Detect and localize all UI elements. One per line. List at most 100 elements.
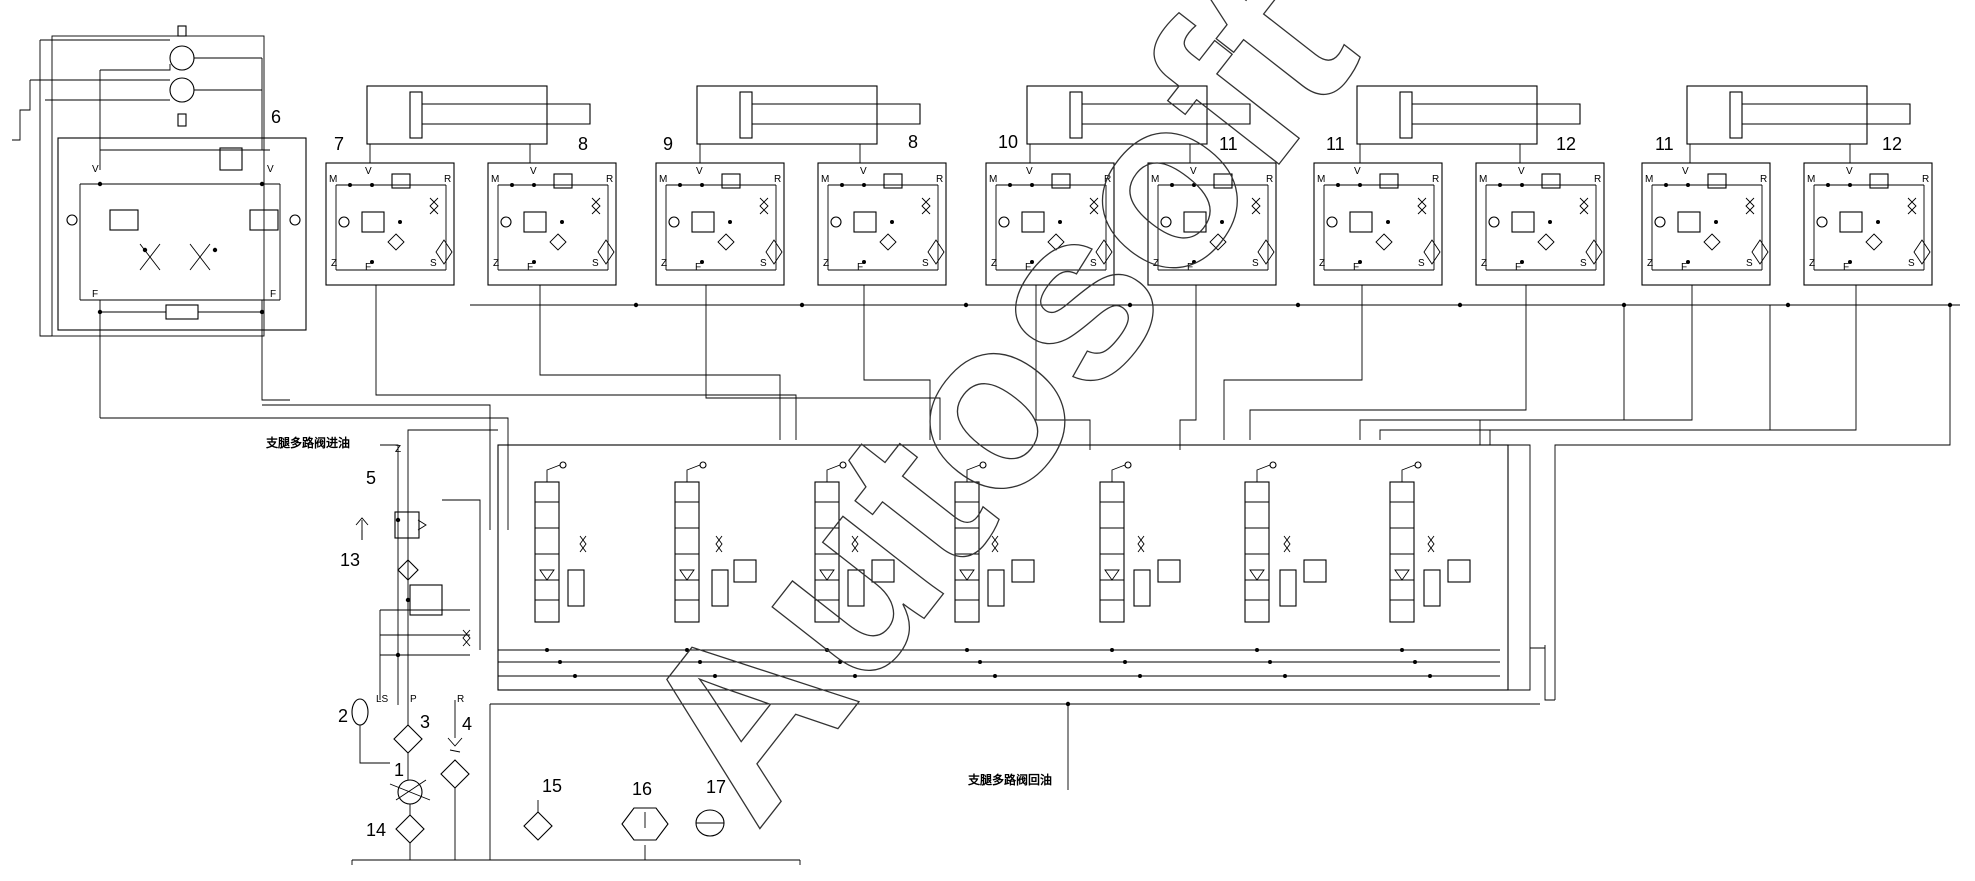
svg-text:F: F [1515,262,1521,273]
port-v-right: V [267,164,274,175]
svg-text:V: V [1026,166,1033,177]
svg-text:M: M [1645,174,1653,185]
svg-text:M: M [989,174,997,185]
trunk-lines [489,305,1951,860]
lock-valve-block-8b [817,162,947,286]
relief-valve-5 [394,511,420,539]
callout-3: 3 [420,712,430,732]
svg-text:V: V [1190,166,1197,177]
valve-section-3 [814,461,895,678]
callout-15: 15 [542,776,562,796]
svg-text:S: S [760,258,767,269]
port-z: Z [395,444,401,455]
check-valve-pair [165,304,199,320]
svg-text:V: V [1354,166,1361,177]
lock-valve-block-11a [1147,162,1277,286]
svg-text:R: R [936,174,943,185]
autosoft-watermark: Autosoft [585,0,1405,865]
callout-8b: 8 [908,132,918,152]
svg-text:M: M [1317,174,1325,185]
svg-text:Z: Z [1153,258,1159,269]
svg-text:Z: Z [1481,258,1487,269]
svg-text:R: R [1104,174,1111,185]
shuttle-valve-6 [219,147,243,171]
svg-text:Autosoft: Autosoft [585,0,1403,865]
callout-6: 6 [271,107,281,127]
filter-5 [397,559,419,581]
svg-text:R: R [1594,174,1601,185]
port-r: R [457,694,464,705]
svg-text:M: M [329,174,337,185]
svg-text:M: M [491,174,499,185]
return-filter-4 [440,759,470,789]
callout-12a: 12 [1556,134,1576,154]
callout-13: 13 [340,550,360,570]
lock-valve-block-11b [1313,162,1443,286]
callout-7: 7 [334,134,344,154]
lock-valve-block-10 [985,162,1115,286]
svg-text:F: F [365,262,371,273]
valve-section-1 [534,461,587,678]
svg-text:R: R [1266,174,1273,185]
level-gauge-16 [621,807,669,841]
svg-text:Z: Z [991,258,997,269]
port-v-left: V [92,164,99,175]
svg-text:M: M [1479,174,1487,185]
svg-text:V: V [530,166,537,177]
supply-group: Z LS P R [351,429,801,865]
svg-text:R: R [1922,174,1929,185]
svg-text:S: S [430,258,437,269]
port-p: P [410,694,417,705]
cylinder-2 [696,85,921,145]
upper-piping [100,144,1960,530]
svg-text:F: F [1025,262,1031,273]
callout-1: 1 [394,760,404,780]
svg-text:M: M [1807,174,1815,185]
svg-text:F: F [1187,262,1193,273]
cylinder-4 [1356,85,1581,145]
cylinder-5 [1686,85,1911,145]
svg-text:Z: Z [331,258,337,269]
callout-17: 17 [706,777,726,797]
svg-text:M: M [659,174,667,185]
filter-3 [393,724,423,754]
svg-text:S: S [1418,258,1425,269]
hydraulic-motor-bottom [169,77,195,103]
accumulator-2 [351,698,369,726]
svg-text:S: S [1252,258,1259,269]
callout-4: 4 [462,714,472,734]
callouts: 7 8 9 8 10 11 11 12 11 12 5 13 2 3 4 1 1… [265,132,1902,840]
svg-text:F: F [1353,262,1359,273]
svg-text:M: M [821,174,829,185]
svg-text:S: S [922,258,929,269]
motor-brake-group: 6 V V F F [12,25,307,418]
svg-text:S: S [1908,258,1915,269]
valve-section-2 [674,461,757,678]
svg-text:R: R [606,174,613,185]
multiway-valve-bank [497,444,1509,691]
callout-2: 2 [338,706,348,726]
svg-text:S: S [1580,258,1587,269]
svg-text:Z: Z [493,258,499,269]
callout-14: 14 [366,820,386,840]
valve-section-7 [1389,461,1471,678]
svg-text:V: V [1518,166,1525,177]
port-f-right: F [270,289,276,300]
svg-text:R: R [1760,174,1767,185]
svg-text:S: S [592,258,599,269]
cylinder-1 [366,85,591,145]
lock-valve-block-12a [1475,162,1605,286]
hydraulic-motor-top [169,45,195,71]
brake-spring-bottom [177,113,187,127]
balance-valve-block-6 [57,137,307,331]
pressure-valve [409,584,443,616]
svg-text:V: V [365,166,372,177]
lock-valve-block-7 [325,162,455,286]
svg-text:F: F [1843,262,1849,273]
callout-9: 9 [663,134,673,154]
svg-text:V: V [1682,166,1689,177]
svg-text:Z: Z [823,258,829,269]
return-label: 支腿多路阀回油 [967,772,1052,787]
svg-text:F: F [695,262,701,273]
